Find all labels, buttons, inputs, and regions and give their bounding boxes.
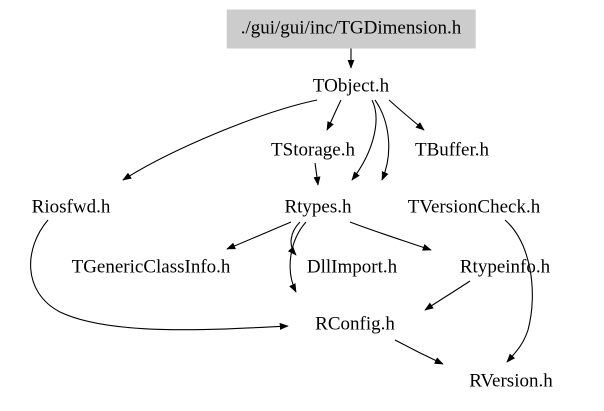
graph-node-riosfwd[interactable]: Riosfwd.h (31, 196, 111, 218)
graph-edge-rtypes-to-rconfig (289, 221, 307, 293)
graph-node-dllimport[interactable]: DllImport.h (306, 256, 398, 278)
graph-node-tobject[interactable]: TObject.h (312, 75, 390, 97)
graph-node-rtypeinfo[interactable]: Rtypeinfo.h (459, 256, 551, 278)
graph-node-root[interactable]: ./gui/gui/inc/TGDimension.h (226, 9, 476, 49)
graph-edge-rtypes-to-rtypeinfo (349, 221, 432, 251)
graph-edge-tobject-to-tbuffer (388, 99, 425, 131)
graph-node-tgenericclassinfo[interactable]: TGenericClassInfo.h (71, 256, 231, 278)
graph-edge-rtypeinfo-to-rconfig (424, 280, 471, 311)
graph-node-tbuffer[interactable]: TBuffer.h (414, 139, 490, 161)
graph-edge-tversioncheck-to-rversion (504, 219, 533, 363)
graph-edge-tobject-to-tversioncheck (374, 99, 390, 181)
graph-edge-tobject-to-tstorage (326, 99, 342, 131)
graph-edge-tobject-to-rtypes (351, 99, 377, 181)
graph-node-tversioncheck[interactable]: TVersionCheck.h (407, 196, 541, 218)
graph-edge-tstorage-to-rtypes (313, 162, 321, 186)
graph-edge-rtypes-to-dllimport (287, 221, 301, 256)
graph-node-rtypes[interactable]: Rtypes.h (284, 196, 352, 218)
graph-edge-rconfig-to-rversion (394, 339, 444, 365)
graph-edge-rtypes-to-tgenericclassinfo (226, 221, 292, 250)
graph-node-rconfig[interactable]: RConfig.h (315, 313, 395, 335)
graph-node-rversion[interactable]: RVersion.h (469, 370, 553, 392)
graph-node-tstorage[interactable]: TStorage.h (271, 139, 355, 161)
